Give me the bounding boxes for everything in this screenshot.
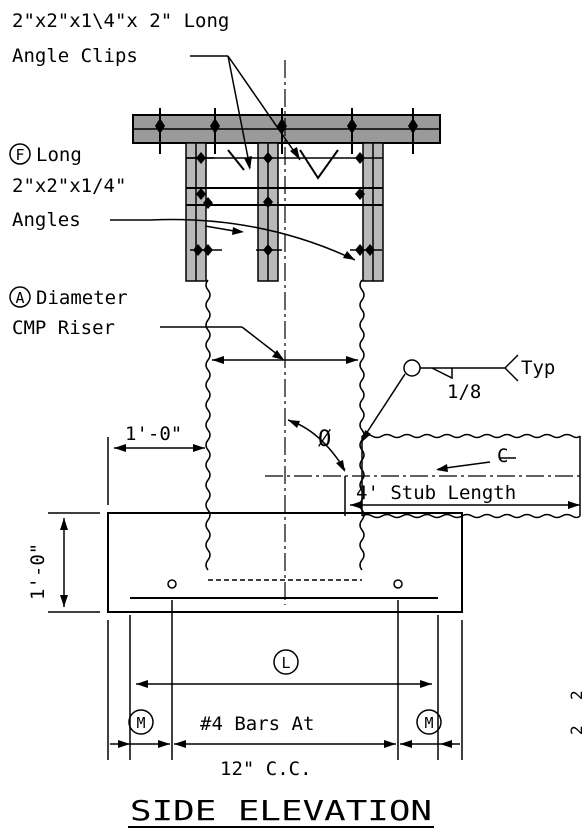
top-plate-assembly bbox=[132, 108, 441, 154]
leader-lines bbox=[110, 55, 519, 472]
angle-bolts bbox=[186, 152, 382, 256]
stub-length-label: 4' Stub Length bbox=[356, 482, 516, 504]
edge-fragment-2: 2 bbox=[567, 725, 584, 735]
angles-label-line1: Long bbox=[36, 144, 82, 166]
phi-label: Ø bbox=[318, 427, 331, 452]
cmp-riser bbox=[205, 60, 365, 605]
riser-wall-left bbox=[205, 279, 211, 571]
annotations: 2"x2"x1\4"x 2" Long Angle Clips F Long 2… bbox=[9, 10, 584, 828]
length-marker: L bbox=[281, 654, 290, 672]
weld-typ-label: Typ bbox=[521, 357, 555, 379]
riser-label-line1: Diameter bbox=[36, 287, 128, 309]
angles-label-line3: Angles bbox=[12, 209, 81, 231]
angles-label-line2: 2"x2"x1/4" bbox=[12, 175, 126, 197]
footing bbox=[107, 512, 463, 613]
m-marker-right: M bbox=[424, 714, 433, 732]
bars-label-line2: 12" C.C. bbox=[220, 758, 312, 780]
long-angles bbox=[185, 142, 384, 282]
stub-pipe bbox=[265, 433, 584, 519]
footing-outline bbox=[107, 512, 463, 613]
footing-dimensions bbox=[48, 437, 463, 760]
riser-wall-right bbox=[359, 279, 365, 571]
angle-clips-label-line2: Angle Clips bbox=[12, 45, 138, 67]
top-dimension-label: 1'-0" bbox=[125, 423, 182, 445]
angles-marker: F bbox=[15, 146, 24, 164]
centerline-label: C bbox=[497, 445, 508, 467]
bars-label-line1: #4 Bars At bbox=[200, 713, 314, 735]
m-marker-left: M bbox=[136, 714, 145, 732]
edge-fragment-1: 2 bbox=[567, 690, 584, 700]
weld-size-label: 1/8 bbox=[447, 381, 481, 403]
vertical-dimension-label: 1'-0" bbox=[27, 543, 49, 600]
drawing-title: SIDE ELEVATION bbox=[130, 794, 432, 827]
riser-marker: A bbox=[15, 289, 24, 307]
riser-label-line2: CMP Riser bbox=[12, 317, 115, 339]
angle-clips-label-line1: 2"x2"x1\4"x 2" Long bbox=[12, 10, 229, 32]
